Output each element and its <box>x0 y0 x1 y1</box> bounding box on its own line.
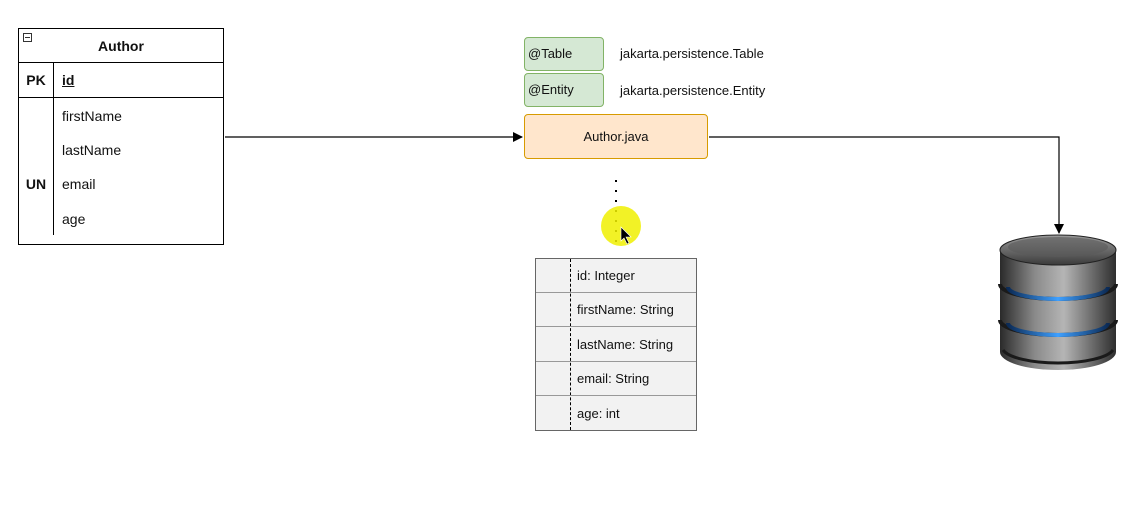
list-item[interactable]: firstName: String <box>536 293 696 327</box>
list-item[interactable]: id: Integer <box>536 259 696 293</box>
class-field-list[interactable]: id: Integer firstName: String lastName: … <box>535 258 697 431</box>
er-fields-divider <box>53 98 54 235</box>
er-pk-divider <box>53 63 54 98</box>
list-item[interactable]: email: String <box>536 362 696 396</box>
mouse-pointer-icon <box>620 226 632 245</box>
author-er-table[interactable]: Author PK id firstName lastName UN email… <box>18 28 224 245</box>
er-pk-row: PK id <box>19 63 223 98</box>
pk-field: id <box>62 72 75 88</box>
field-list-text: lastName: String <box>577 337 674 352</box>
author-class-box[interactable]: Author.java <box>524 114 708 159</box>
table-annotation-package: jakarta.persistence.Table <box>620 46 764 61</box>
list-item[interactable]: lastName: String <box>536 328 696 362</box>
er-field: age <box>62 211 86 227</box>
field-list-text: age: int <box>577 406 620 421</box>
er-table-title: Author <box>98 38 144 54</box>
pk-label: PK <box>26 72 46 88</box>
entity-annotation-box[interactable]: @Entity <box>524 73 604 107</box>
class-to-db-arrow <box>709 136 1064 234</box>
list-item[interactable]: age: int <box>536 397 696 430</box>
er-field: lastName <box>62 142 122 158</box>
collapse-icon[interactable] <box>23 33 32 42</box>
field-list-text: email: String <box>577 371 650 386</box>
field-list-text: firstName: String <box>577 302 674 317</box>
field-list-divider <box>570 259 571 430</box>
un-label: UN <box>25 176 47 192</box>
entity-annotation-package: jakarta.persistence.Entity <box>620 83 766 98</box>
er-table-header: Author <box>19 29 223 63</box>
er-field: email <box>62 176 96 192</box>
field-list-text: id: Integer <box>577 268 635 283</box>
table-annotation-box[interactable]: @Table <box>524 37 604 71</box>
er-field: firstName <box>62 108 122 124</box>
